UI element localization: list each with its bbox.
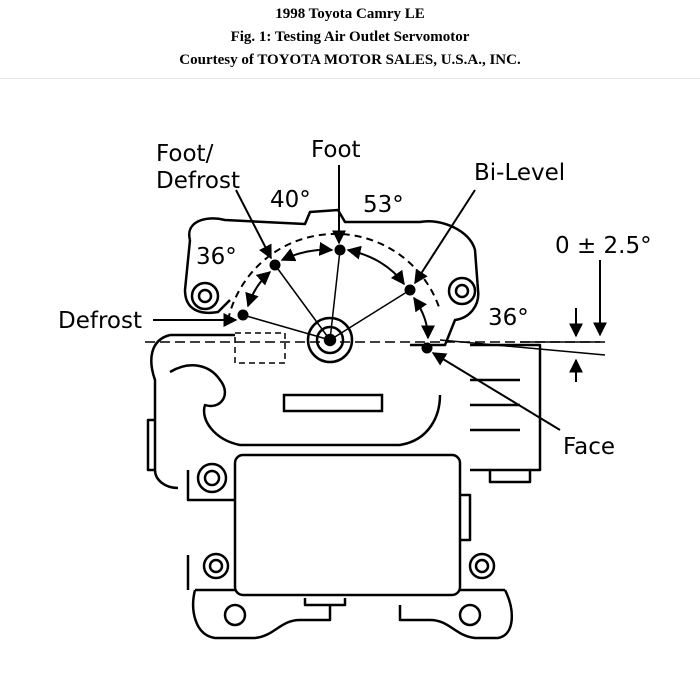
figure-header: 1998 Toyota Camry LE Fig. 1: Testing Air…	[0, 0, 700, 79]
leader-arrows	[153, 165, 607, 431]
figure-credit: Courtesy of TOYOTA MOTOR SALES, U.S.A., …	[179, 52, 521, 68]
position-dots	[237, 244, 433, 354]
face-position-dot	[421, 342, 433, 354]
foot-position-dot	[334, 244, 346, 256]
foot-defrost-position-dot	[269, 259, 281, 271]
label-foot-defrost-line2: Defrost	[156, 168, 240, 194]
position-radials	[242, 249, 411, 341]
reference-box	[234, 332, 286, 364]
label-foot: Foot	[311, 137, 361, 163]
servomotor-diagram: Foot/ Defrost Foot Bi-Level Defrost Face…	[58, 137, 652, 640]
housing-slot	[282, 393, 384, 413]
label-foot-defrost-line1: Foot/	[156, 141, 214, 167]
mounting-holes	[190, 276, 496, 627]
figure-caption: Fig. 1: Testing Air Outlet Servomotor	[230, 29, 470, 45]
label-angle-40: 40°	[270, 187, 311, 213]
label-defrost: Defrost	[58, 308, 142, 334]
angle-arrows	[245, 241, 435, 340]
label-tolerance: 0 ± 2.5°	[555, 233, 652, 259]
label-angle-left-36: 36°	[196, 244, 237, 270]
label-bi-level: Bi-Level	[474, 160, 565, 186]
vehicle-title: 1998 Toyota Camry LE	[275, 6, 425, 22]
label-angle-right-36: 36°	[488, 305, 529, 331]
reference-lines	[145, 339, 606, 356]
defrost-position-dot	[237, 309, 249, 321]
bi-level-position-dot	[404, 284, 416, 296]
connector-pins	[470, 378, 520, 432]
label-face: Face	[563, 434, 615, 460]
label-angle-53: 53°	[363, 192, 404, 218]
servomotor-housing	[146, 208, 542, 640]
